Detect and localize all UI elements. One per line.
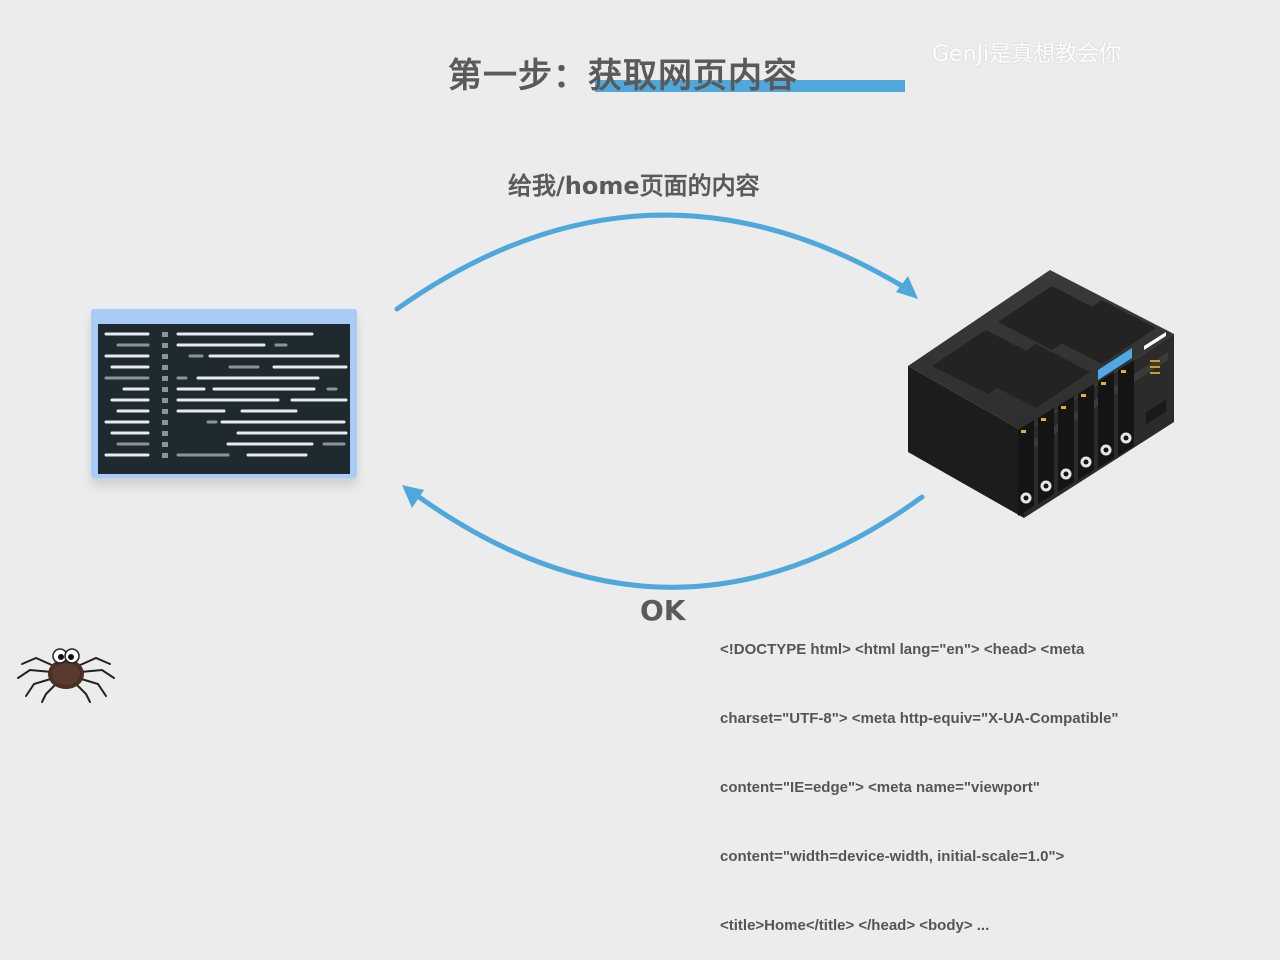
slide-title: 第一步：获取网页内容 [448,56,798,96]
response-arrow [409,489,925,590]
response-body-line: content="width=device-width, initial-sca… [720,848,1065,865]
request-arrowhead [896,276,918,299]
response-body-line: content="IE=edge"> <meta name="viewport" [720,779,1040,796]
response-body-line: charset="UTF-8"> <meta http-equiv="X-UA-… [720,710,1119,727]
server-nas-icon [908,270,1174,518]
watermark: GenJi是真想教会你 [932,42,1122,67]
request-arrow [394,212,915,312]
response-body-line: <!DOCTYPE html> <html lang="en"> <head> … [720,641,1085,658]
client-code-window [91,309,357,478]
code-lines [104,332,348,458]
spider-icon [17,648,115,703]
response-status: OK [640,594,686,627]
response-body: <!DOCTYPE html> <html lang="en"> <head> … [720,592,1190,960]
code-editor-window-icon [98,324,350,474]
response-arrowhead [402,485,424,508]
title-underline [595,80,905,92]
flow-arrows [394,212,925,590]
request-label: 给我/home页面的内容 [508,172,760,200]
slide-title-group: 第一步：获取网页内容 [448,48,908,98]
response-body-line: <title>Home</title> </head> <body> ... [720,917,990,934]
